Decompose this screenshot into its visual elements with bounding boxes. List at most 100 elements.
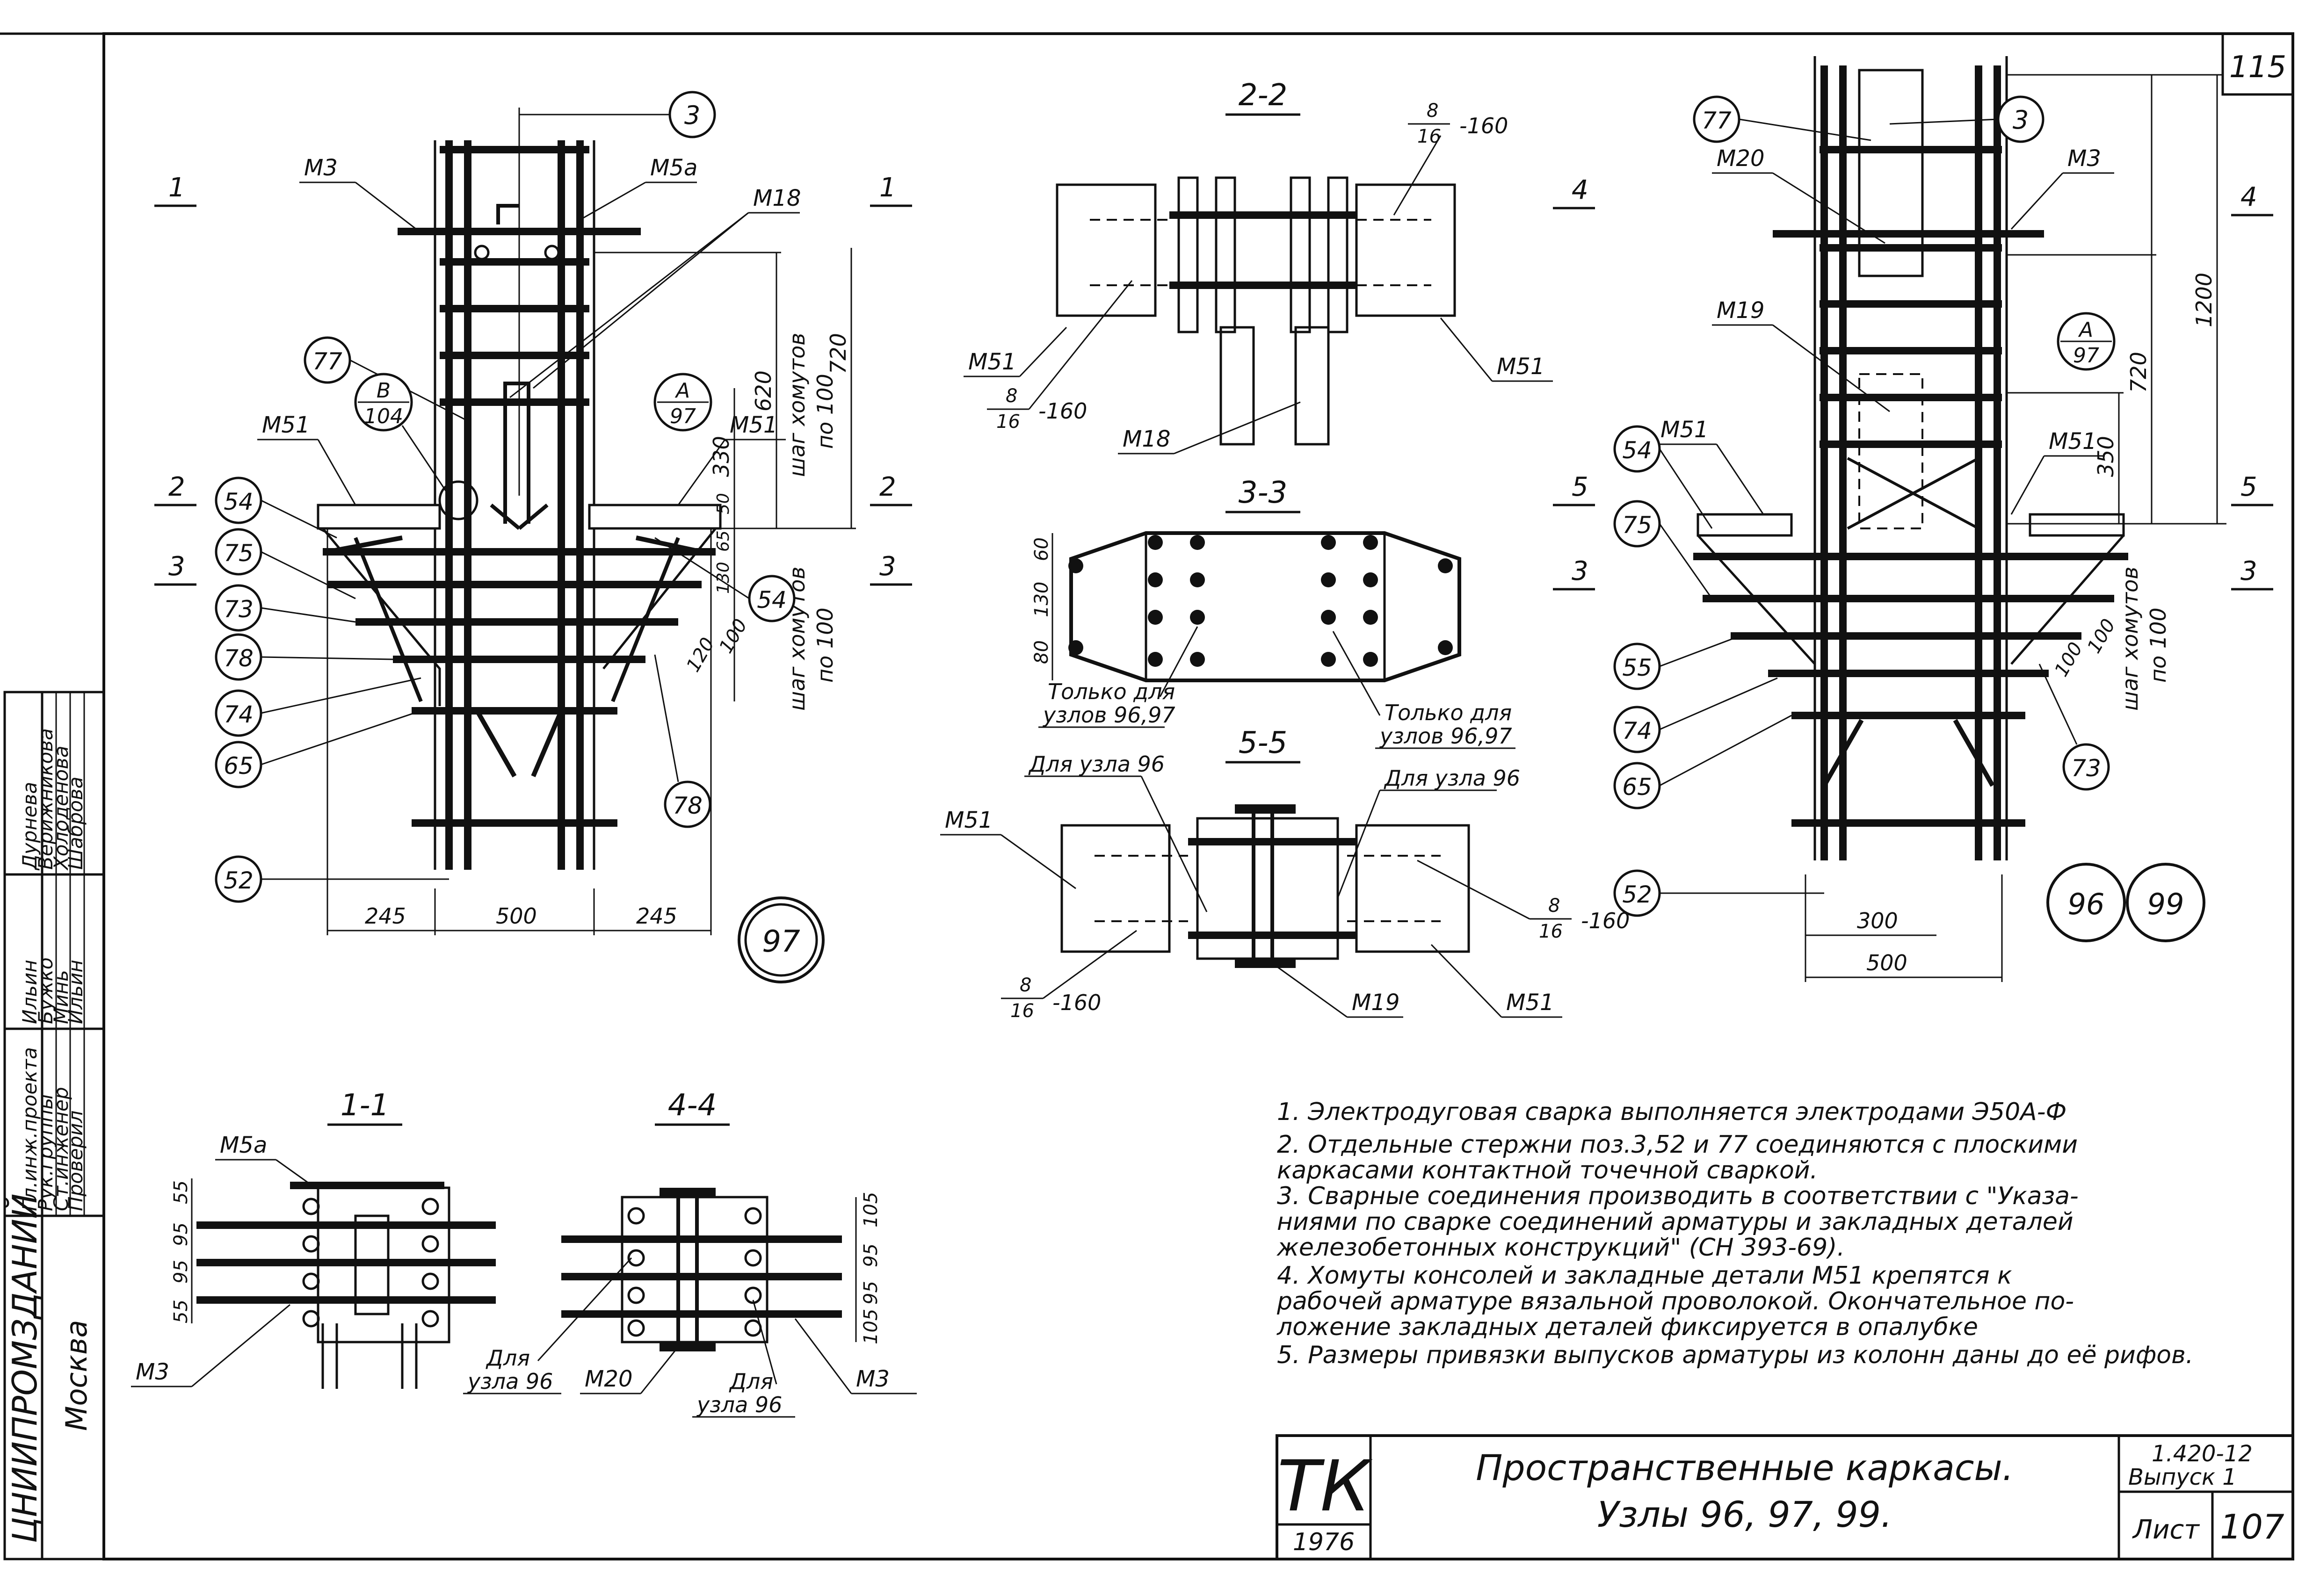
s44-for-right-1: Для <box>729 1369 773 1394</box>
section-5-5: 5-5 Для узла 96 Для узла 96 М51 М19 М51 … <box>940 726 1630 1022</box>
stamp-name-1: Дурнева <box>18 782 41 871</box>
s44-for-left-1: Для <box>486 1345 530 1371</box>
n97-spacing-4: по 100 <box>812 607 838 683</box>
stamp-name-2: Верижникова <box>34 728 57 870</box>
n96-dim-100-b: 100 <box>2083 615 2120 657</box>
s22-frac-bot-rest: -160 <box>1038 398 1087 424</box>
s11-dim-1: 55 <box>170 1180 192 1204</box>
s22-mark-m51-left: М51 <box>968 349 1016 375</box>
n96-dim-100-a: 100 <box>2051 639 2087 680</box>
n96-mark-m51-left: М51 <box>1660 417 1709 443</box>
s44-mark-m20: М20 <box>585 1366 633 1392</box>
n97-callout-75: 75 <box>224 540 254 567</box>
n96-spacing-2: по 100 <box>2146 607 2171 683</box>
s55-frac-left-rest: -160 <box>1052 990 1101 1015</box>
n97-mark-m51-left: М51 <box>262 412 310 438</box>
n96-ref-a-top: А <box>2078 318 2093 342</box>
n97-ref-a-top: А <box>674 379 690 403</box>
s55-title: 5-5 <box>1239 726 1288 760</box>
n96-ref-a-bottom: 97 <box>2073 344 2099 368</box>
s55-frac-left-den: 16 <box>1010 1000 1034 1022</box>
note-2: 2. Отдельные стержни поз.3,52 и 77 соеди… <box>1277 1131 2078 1159</box>
n97-dim-bottom-1: 245 <box>365 903 406 929</box>
n97-mark-m5a: М5а <box>650 155 697 181</box>
note-5: 5. Размеры привязки выпусков арматуры из… <box>1277 1341 2193 1369</box>
n97-mark-m18: М18 <box>753 185 801 211</box>
n96-callout-3: 3 <box>2013 105 2029 135</box>
stamp-sign-2: Бужко <box>34 957 57 1024</box>
s22-frac-top-rest: -160 <box>1459 113 1508 138</box>
s33-only-left-1: Только для <box>1048 679 1175 704</box>
n97-spacing-1: шаг хомутов <box>784 333 810 477</box>
s55-mark-m19: М19 <box>1352 989 1400 1016</box>
n96-callout-54: 54 <box>1622 437 1652 464</box>
s55-mark-m51-right: М51 <box>1506 989 1554 1016</box>
sheet-number: 115 <box>2229 50 2286 85</box>
n96-mark-m3: М3 <box>2067 145 2101 172</box>
section-1-1: 1-1 55 95 95 55 М5а М3 <box>131 1088 496 1389</box>
s11-mark-m3: М3 <box>136 1359 169 1385</box>
n97-spacing-2: по 100 <box>812 374 838 449</box>
note-1: 1. Электродуговая сварка выполняется эле… <box>1277 1098 2066 1126</box>
n96-callout-52: 52 <box>1622 881 1652 908</box>
stamp-role-3: Ст.инженер <box>50 1087 72 1211</box>
s33-rebar-dots <box>1068 535 1453 667</box>
sheet-number-box: 115 <box>2221 32 2294 96</box>
n96-cut-3-left: 3 <box>1572 556 1588 586</box>
s44-for-right-2: узла 96 <box>696 1392 782 1417</box>
s11-dim-4: 55 <box>170 1300 192 1323</box>
n97-cut-3-right: 3 <box>879 551 896 582</box>
n97-dim-bottom-2: 500 <box>496 903 537 929</box>
n96-callout-75: 75 <box>1622 512 1652 539</box>
stamp-name-3: Холоденова <box>50 745 72 871</box>
n96-cut-4-left: 4 <box>1572 175 1588 205</box>
n96-cut-3-right: 3 <box>2240 556 2257 586</box>
tb-series: 1.420-12 <box>2152 1441 2253 1467</box>
s22-frac-bot-num: 8 <box>1006 385 1017 407</box>
n97-callout-52: 52 <box>224 867 254 894</box>
title-block: ТК 1976 Пространственные каркасы. Узлы 9… <box>1276 1434 2294 1560</box>
s55-frac-left-num: 8 <box>1020 975 1031 996</box>
n96-callout-77: 77 <box>1702 107 1732 134</box>
stamp-sign-4: Ильин <box>64 960 87 1024</box>
n97-dim-50: 50 <box>714 493 733 514</box>
n96-dim-720: 720 <box>2126 352 2151 393</box>
n97-node-number: 97 <box>762 924 800 959</box>
n97-dim-bottom-3: 245 <box>636 903 677 929</box>
note-4b: рабочей арматуре вязальной проволокой. О… <box>1276 1287 2074 1315</box>
n96-mark-m20: М20 <box>1717 145 1765 172</box>
stamp-role-2: Рук.группы <box>34 1094 57 1211</box>
n96-dim-300: 300 <box>1857 908 1898 933</box>
s44-dim-3: 95 <box>860 1281 882 1305</box>
n96-node-99: 99 <box>2147 887 2184 921</box>
n97-callout-77: 77 <box>312 348 342 375</box>
tb-sheet-no: 107 <box>2220 1507 2284 1546</box>
s22-mark-m51-right: М51 <box>1497 354 1545 380</box>
s33-dim-80: 80 <box>1031 640 1052 664</box>
note-3b: ниями по сварке соединений арматуры и за… <box>1277 1208 2074 1236</box>
s22-frac-top-den: 16 <box>1417 126 1441 147</box>
s44-dim-1: 105 <box>860 1192 882 1228</box>
n96-callout-65: 65 <box>1622 773 1652 801</box>
note-4c: ложение закладных деталей фиксируется в … <box>1276 1313 1978 1341</box>
s44-mark-m3: М3 <box>856 1366 890 1392</box>
s22-frac-bot-den: 16 <box>996 411 1020 433</box>
stamp-role-4: Проверил <box>64 1111 87 1211</box>
tb-sheet-label: Лист <box>2132 1515 2200 1545</box>
s44-title: 4-4 <box>668 1088 717 1123</box>
s33-title: 3-3 <box>1239 476 1288 510</box>
s11-mark-m5a: М5а <box>220 1132 267 1158</box>
stamp-org: ЦНИИПРОМЗДАНИЙ <box>5 1193 44 1543</box>
note-4: 4. Хомуты консолей и закладные детали М5… <box>1277 1262 2012 1290</box>
n96-callout-55: 55 <box>1622 654 1652 681</box>
n97-dim-100: 100 <box>715 615 752 657</box>
n97-cut-1-left: 1 <box>168 173 185 203</box>
stamp-role-1: Гл.инж.проекта <box>18 1047 41 1211</box>
n97-cut-1-right: 1 <box>879 173 896 203</box>
stamp-sign-1: Ильин <box>18 960 41 1024</box>
n96-cut-4-right: 4 <box>2240 182 2257 212</box>
s33-only-left-2: узлов 96,97 <box>1042 702 1175 728</box>
tb-issue: Выпуск 1 <box>2128 1464 2237 1490</box>
n97-ref-a-bottom: 97 <box>670 404 696 428</box>
